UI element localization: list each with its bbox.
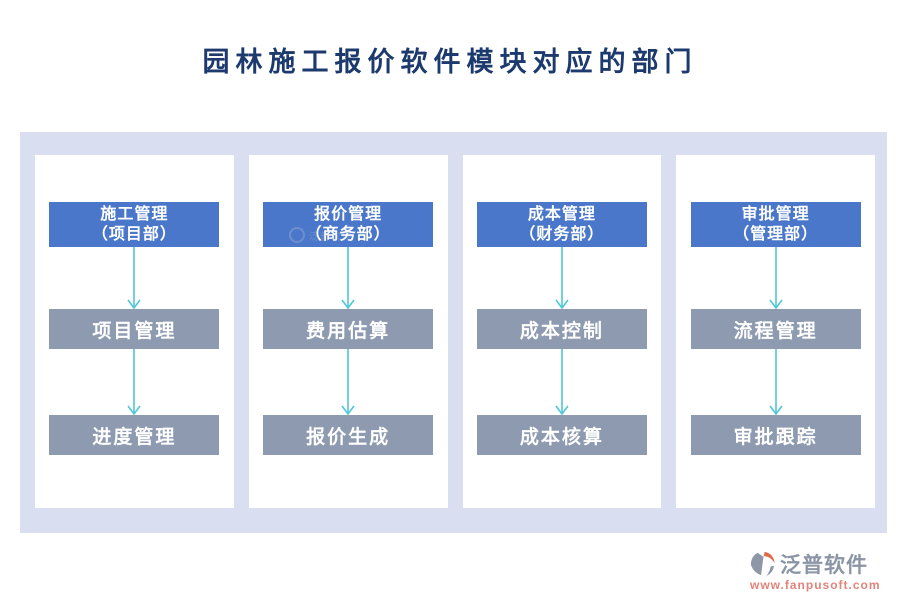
column-approval: 审批管理 （管理部） 流程管理 审批跟踪 <box>676 155 875 508</box>
module-item: 报价生成 <box>263 415 434 455</box>
module-header: 成本管理 （财务部） <box>476 202 647 247</box>
module-header: 施工管理 （项目部） <box>49 202 220 247</box>
arrow-down-icon <box>768 247 783 309</box>
brand-name: 泛普软件 <box>780 554 868 577</box>
fanpu-logo-icon <box>750 551 775 577</box>
module-department: （管理部） <box>733 225 819 243</box>
arrow-down-icon <box>768 349 783 415</box>
module-department: （商务部） <box>305 225 391 243</box>
arrow-down-icon <box>127 247 142 309</box>
column-quotation: 报价管理 （商务部） 泛普软件 费用估算 报价生成 <box>248 155 448 508</box>
arrow-down-icon <box>555 247 569 309</box>
arrow-down-icon <box>341 349 355 415</box>
module-item: 进度管理 <box>49 415 220 455</box>
module-department: （财务部） <box>519 225 605 243</box>
arrow-down-icon <box>341 247 355 309</box>
diagram-panel: 施工管理 （项目部） 项目管理 进度管理 报价管理 （商务部） 泛普软件 费用估… <box>20 132 887 533</box>
module-item: 审批跟踪 <box>690 415 861 455</box>
module-item: 成本核算 <box>476 415 647 455</box>
column-cost: 成本管理 （财务部） 成本控制 成本核算 <box>462 155 662 508</box>
module-name: 成本管理 <box>527 205 596 223</box>
module-name: 审批管理 <box>741 205 810 223</box>
page-title: 园林施工报价软件模块对应的部门 <box>202 47 698 77</box>
column-construction: 施工管理 （项目部） 项目管理 进度管理 <box>35 155 234 508</box>
module-item: 项目管理 <box>49 309 220 349</box>
module-name: 报价管理 <box>314 205 383 223</box>
module-header: 审批管理 （管理部） <box>690 202 861 247</box>
module-name: 施工管理 <box>100 205 169 223</box>
module-header: 报价管理 （商务部） <box>263 202 434 247</box>
brand-logo: 泛普软件 www.fanpusoft.com <box>748 549 888 592</box>
arrow-down-icon <box>127 349 142 415</box>
module-item: 流程管理 <box>690 309 861 349</box>
brand-url: www.fanpusoft.com <box>750 578 881 592</box>
module-item: 费用估算 <box>263 309 434 349</box>
module-item: 成本控制 <box>476 309 647 349</box>
arrow-down-icon <box>555 349 569 415</box>
module-department: （项目部） <box>91 225 177 243</box>
